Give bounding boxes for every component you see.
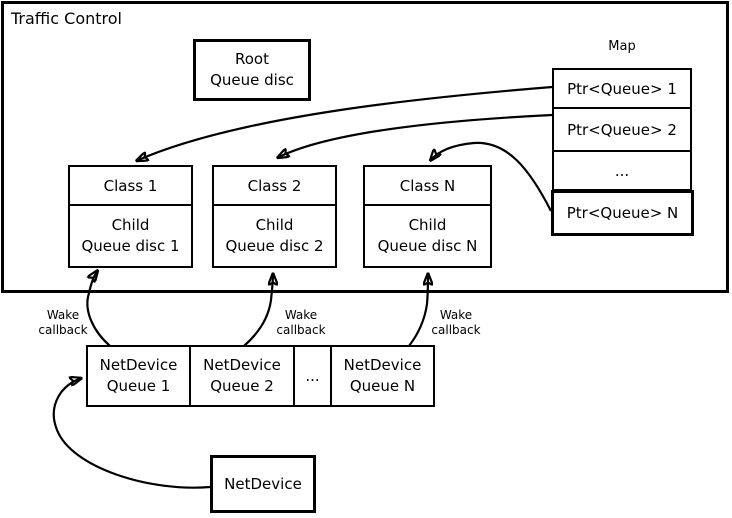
wake-callback-2-line1: Wake [284, 308, 318, 322]
map-title: Map [608, 39, 636, 54]
netdevice-queue-2-line2: Queue 2 [210, 377, 274, 395]
class-n-box: Class N Child Queue disc N [363, 165, 492, 268]
class-1-header: Class 1 [70, 167, 191, 206]
netdevice-queue-n-line1: NetDevice [343, 356, 422, 374]
wake-callback-label-2: Wake callback [259, 308, 343, 338]
wake-callback-3-line1: Wake [439, 308, 473, 322]
class-n-header: Class N [365, 167, 490, 206]
root-queue-disc-box: Root Queue disc [193, 39, 311, 101]
child-queue-disc-1-line1: Child [111, 216, 150, 234]
child-queue-disc-2-line2: Queue disc 2 [225, 237, 324, 255]
root-queue-disc-label-line1: Root [235, 50, 269, 68]
child-queue-disc-n: Child Queue disc N [365, 206, 490, 266]
netdevice-queue-2-line1: NetDevice [203, 356, 281, 374]
class-2-header: Class 2 [214, 167, 335, 206]
map-row-ptr-queue-1: Ptr<Queue> 1 [554, 70, 690, 109]
netdevice-queue-1-line2: Queue 1 [106, 377, 171, 395]
wake-callback-label-3: Wake callback [414, 308, 498, 338]
traffic-control-box [1, 1, 729, 293]
wake-callback-1-line2: callback [38, 323, 88, 337]
netdevice-queue-1-cell: NetDevice Queue 1 [88, 347, 191, 405]
child-queue-disc-2: Child Queue disc 2 [214, 206, 335, 266]
traffic-control-title: Traffic Control [11, 9, 122, 28]
wake-callback-2-line2: callback [276, 323, 326, 337]
class-2-box: Class 2 Child Queue disc 2 [212, 165, 337, 268]
child-queue-disc-1: Child Queue disc 1 [70, 206, 191, 266]
netdevice-queue-2-cell: NetDevice Queue 2 [191, 347, 295, 405]
child-queue-disc-2-line1: Child [255, 216, 294, 234]
map-row-ptr-queue-2: Ptr<Queue> 2 [554, 109, 690, 152]
child-queue-disc-1-line2: Queue disc 1 [81, 237, 180, 255]
netdevice-label: NetDevice [224, 474, 302, 493]
map-box: Ptr<Queue> 1 Ptr<Queue> 2 ... [552, 68, 692, 191]
netdevice-queue-ellipsis: ... [305, 366, 320, 385]
map-row-ellipsis: ... [614, 161, 630, 180]
child-queue-disc-n-line2: Queue disc N [377, 237, 478, 255]
wake-callback-1-line1: Wake [46, 308, 80, 322]
wake-callback-3-line2: callback [431, 323, 481, 337]
map-row-ptr-queue-n: Ptr<Queue> N [551, 190, 694, 236]
child-queue-disc-n-line1: Child [408, 216, 447, 234]
netdevice-queue-1-line1: NetDevice [99, 356, 178, 374]
netdevice-queue-ellipsis-cell: ... [295, 347, 332, 405]
wake-callback-label-1: Wake callback [21, 308, 105, 338]
netdevice-box: NetDevice [210, 455, 316, 513]
netdevice-queue-row: NetDevice Queue 1 NetDevice Queue 2 ... … [86, 345, 435, 407]
netdevice-queue-n-line2: Queue N [349, 377, 416, 395]
netdevice-queue-n-cell: NetDevice Queue N [332, 347, 433, 405]
class-1-box: Class 1 Child Queue disc 1 [68, 165, 193, 268]
root-queue-disc-label-line2: Queue disc [210, 71, 294, 89]
